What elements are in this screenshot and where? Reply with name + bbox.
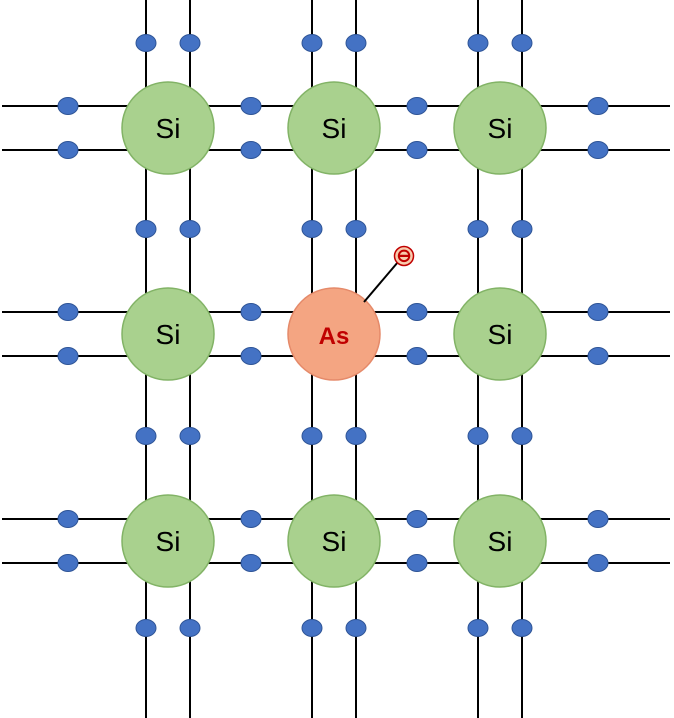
silicon-atom-label: Si <box>156 526 181 557</box>
valence-electron <box>57 141 79 159</box>
valence-electron <box>345 619 367 637</box>
valence-electron <box>301 34 323 52</box>
valence-electron <box>511 220 533 238</box>
silicon-atom-label: Si <box>488 113 513 144</box>
silicon-atom-label: Si <box>156 113 181 144</box>
silicon-atom <box>453 494 547 588</box>
valence-electron <box>301 427 323 445</box>
valence-electron <box>345 34 367 52</box>
valence-electron <box>240 510 262 528</box>
valence-electron <box>135 619 157 637</box>
dopant-atom <box>287 287 381 381</box>
valence-electrons <box>57 34 609 637</box>
silicon-atom <box>121 81 215 175</box>
dopant-atom-label: As <box>319 323 350 350</box>
silicon-atom <box>453 81 547 175</box>
valence-electron <box>587 347 609 365</box>
free-electron <box>393 245 415 267</box>
valence-electron <box>57 347 79 365</box>
valence-electron <box>587 97 609 115</box>
valence-electron <box>240 141 262 159</box>
valence-electron <box>179 427 201 445</box>
valence-electron <box>467 619 489 637</box>
free-electron-symbol: ⊖ <box>396 246 411 266</box>
valence-electron <box>587 554 609 572</box>
valence-electron <box>345 427 367 445</box>
silicon-atom-label: Si <box>488 319 513 350</box>
valence-electron <box>57 510 79 528</box>
valence-electron <box>406 141 428 159</box>
valence-electron <box>587 141 609 159</box>
valence-electron <box>467 220 489 238</box>
valence-electron <box>406 554 428 572</box>
valence-electron <box>587 510 609 528</box>
free-electron-group: ⊖ <box>363 245 415 303</box>
silicon-atom <box>453 287 547 381</box>
silicon-atom-label: Si <box>322 526 347 557</box>
valence-electron <box>511 427 533 445</box>
valence-electron <box>345 220 367 238</box>
silicon-atom-label: Si <box>322 113 347 144</box>
silicon-atom <box>121 494 215 588</box>
valence-electron <box>467 34 489 52</box>
valence-electron <box>57 303 79 321</box>
valence-electron <box>301 220 323 238</box>
valence-electron <box>240 554 262 572</box>
valence-electron <box>57 97 79 115</box>
valence-electron <box>179 220 201 238</box>
valence-electron <box>240 347 262 365</box>
valence-electron <box>467 427 489 445</box>
silicon-atom-label: Si <box>488 526 513 557</box>
valence-electron <box>511 619 533 637</box>
valence-electron <box>179 34 201 52</box>
valence-electron <box>406 347 428 365</box>
valence-electron <box>301 619 323 637</box>
valence-electron <box>587 303 609 321</box>
silicon-atom-label: Si <box>156 319 181 350</box>
valence-electron <box>240 97 262 115</box>
silicon-atom <box>287 494 381 588</box>
valence-electron <box>57 554 79 572</box>
valence-electron <box>511 34 533 52</box>
free-electron-bond <box>363 261 399 303</box>
valence-electron <box>135 220 157 238</box>
valence-electron <box>406 510 428 528</box>
silicon-atom <box>287 81 381 175</box>
valence-electron <box>406 97 428 115</box>
valence-electron <box>135 34 157 52</box>
valence-electron <box>406 303 428 321</box>
valence-electron <box>240 303 262 321</box>
valence-electron <box>135 427 157 445</box>
silicon-atom <box>121 287 215 381</box>
valence-electron <box>179 619 201 637</box>
